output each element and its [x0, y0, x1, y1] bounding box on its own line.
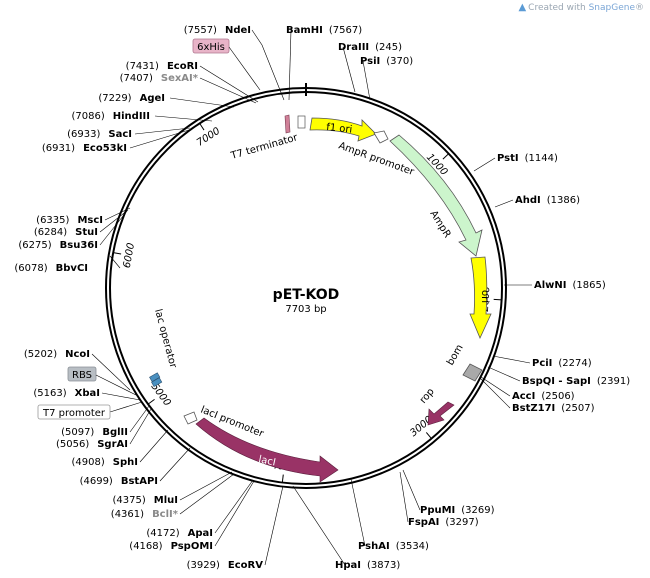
- t7-terminator-mark: [284, 114, 291, 134]
- bom-label: bom: [445, 343, 466, 368]
- tick-mark: [113, 252, 122, 255]
- site-label: (5163)XbaI: [33, 388, 100, 399]
- site-label: PciI(2274): [532, 358, 592, 369]
- restriction-site-labels: (7557)NdeI BamHI(7567) DraIII(245) PsiI(…: [14, 25, 630, 571]
- rbs-box: [67, 366, 97, 382]
- site-label: HpaI(3873): [335, 560, 400, 571]
- site-label: AhdI(1386): [515, 195, 580, 206]
- ampr-promoter-arrow: [373, 130, 389, 144]
- his-tag-label: 6xHis: [197, 42, 225, 53]
- site-label: (5202)NcoI: [24, 349, 90, 360]
- tick-mark: [281, 474, 284, 483]
- t7-terminator-label: T7 terminator: [229, 132, 300, 162]
- bom-box: [462, 363, 483, 382]
- tick-label: 6000: [122, 242, 137, 269]
- laci-label: lacI: [257, 454, 276, 468]
- plasmid-name: pET-KOD: [273, 287, 340, 303]
- t7-promoter-label: T7 promoter: [42, 408, 106, 419]
- site-label: PpuMI(3269): [420, 505, 495, 516]
- tick-label: 5000: [149, 381, 173, 408]
- f1-ori-arrow: [309, 117, 377, 142]
- tick-mark: [147, 398, 155, 405]
- t7-promoter-box: [37, 404, 111, 420]
- site-label: FspAI(3297): [408, 517, 479, 528]
- snapgene-logo-icon: ▲: [518, 2, 527, 13]
- site-label: (6931)Eco53kI: [42, 143, 127, 154]
- site-label: (4361)BclI*: [111, 509, 179, 520]
- site-label: AccI(2506): [512, 391, 575, 402]
- f1-ori-label: f1 ori: [326, 122, 353, 136]
- site-label: PshAI(3534): [358, 541, 429, 552]
- site-label: (4908)SphI: [72, 457, 138, 468]
- leader-lines: [91, 29, 532, 566]
- his-tag-box: [192, 38, 230, 54]
- laci-promoter-arrow: [183, 411, 198, 425]
- site-label: (7431)EcoRI: [126, 61, 198, 72]
- site-label: BstZ17I(2507): [512, 403, 595, 414]
- site-label: BspQI - SapI(2391): [522, 376, 630, 387]
- site-label: (6078)BbvCI: [14, 263, 88, 274]
- site-label: (6335)MscI: [36, 215, 103, 226]
- site-label: (6275)Bsu36I: [18, 240, 98, 251]
- lac-operator-mark: [149, 372, 161, 383]
- site-label: (4168)PspOMI: [129, 541, 213, 552]
- tick-mark: [442, 153, 450, 160]
- site-label: AlwNI(1865): [534, 280, 606, 291]
- site-label: PsiI(370): [360, 56, 413, 67]
- credit-prefix: Created with: [528, 3, 589, 13]
- rop-arrow: [427, 401, 455, 426]
- site-label: (7407)SexAI*: [120, 73, 199, 84]
- ampr-arrow: [389, 134, 483, 257]
- site-label: (7557)NdeI: [184, 25, 251, 36]
- ori-arrow: [469, 256, 492, 339]
- site-label: BamHI(7567): [286, 25, 362, 36]
- site-label: (7229)AgeI: [98, 93, 165, 104]
- lac-operator-mark-2: [151, 377, 163, 388]
- site-label: (6933)SacI: [67, 129, 132, 140]
- tick-label: 7000: [195, 126, 222, 149]
- site-label: PstI(1144): [497, 153, 558, 164]
- site-label: (6284)StuI: [34, 227, 98, 238]
- laci-arrow: [195, 417, 339, 483]
- boxed-labels: 6xHis RBS T7 promoter: [37, 38, 261, 420]
- tick-mark: [199, 123, 205, 131]
- site-label: (5097)BglII: [61, 427, 128, 438]
- site-label: (5056)SgrAI: [56, 439, 128, 450]
- site-label: (3929)EcoRV: [187, 560, 264, 571]
- tick-mark: [425, 432, 432, 439]
- rbs-label: RBS: [72, 370, 92, 381]
- credit-mark: ®: [635, 3, 644, 13]
- created-with-credit: ▲Created with SnapGene®: [518, 2, 644, 13]
- ampr-label: AmpR: [427, 209, 452, 240]
- credit-brand: SnapGene: [588, 3, 635, 13]
- ori-label: ori: [479, 290, 490, 303]
- t7-terminator-box: [297, 115, 306, 129]
- site-label: (7086)HindIII: [71, 111, 150, 122]
- lac-operator-label: lac operator: [152, 308, 179, 370]
- site-label: DraIII(245): [338, 42, 402, 53]
- rop-label: rop: [418, 386, 437, 406]
- plasmid-size: 7703 bp: [285, 304, 326, 315]
- site-label: (4172)ApaI: [146, 528, 213, 539]
- site-label: (4699)BstAPI: [80, 476, 158, 487]
- site-label: (4375)MluI: [113, 495, 178, 506]
